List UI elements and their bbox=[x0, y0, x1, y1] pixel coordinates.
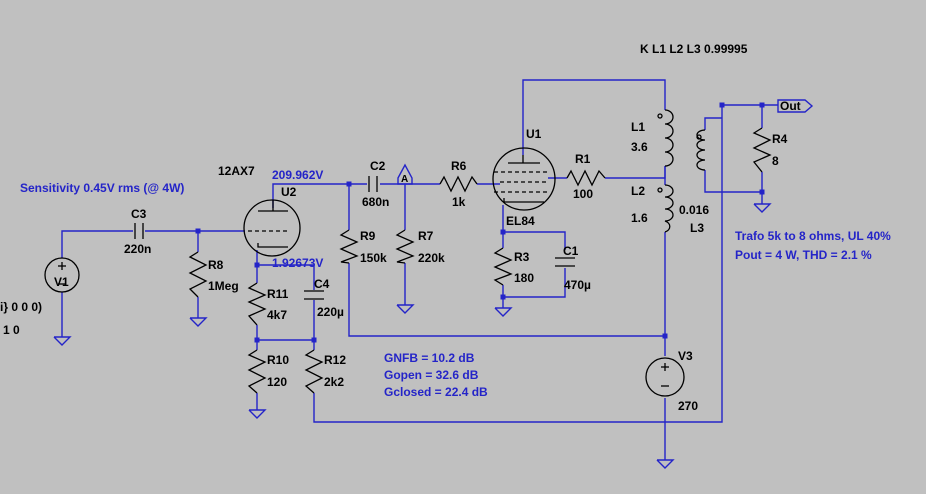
r4-value: 8 bbox=[772, 154, 779, 168]
c1-value: 470µ bbox=[564, 278, 591, 292]
c1-capacitor[interactable]: C1 470µ bbox=[555, 244, 591, 292]
r7-name: R7 bbox=[418, 229, 434, 243]
plate-voltage: 209.962V bbox=[272, 168, 323, 182]
r3-name: R3 bbox=[514, 250, 530, 264]
ground-icon bbox=[753, 203, 772, 213]
ground-icon bbox=[656, 459, 675, 469]
net-label-out: Out bbox=[777, 99, 814, 113]
wire-sec-bottom bbox=[704, 170, 762, 193]
wire-r11-r10 bbox=[256, 325, 314, 341]
v3-name: V3 bbox=[678, 349, 693, 363]
r1-name: R1 bbox=[575, 152, 591, 166]
gopen-note: Gopen = 32.6 dB bbox=[384, 368, 479, 382]
l3-inductor[interactable]: 0.016 L3 bbox=[679, 129, 709, 235]
r4-name: R4 bbox=[772, 132, 788, 146]
c4-capacitor[interactable]: C4 220µ bbox=[304, 277, 344, 319]
net-label-a: A bbox=[397, 163, 413, 185]
r12-value: 2k2 bbox=[324, 375, 344, 389]
r3-resistor[interactable]: R3 180 bbox=[493, 247, 534, 286]
c3-capacitor[interactable]: C3 220n bbox=[124, 207, 151, 256]
cathode-voltage: 1.92673V bbox=[272, 256, 323, 270]
l1-name: L1 bbox=[631, 120, 645, 134]
u1-pentode[interactable]: U1 EL84 bbox=[492, 127, 556, 228]
v1-label: V1 bbox=[54, 275, 69, 289]
l2-inductor[interactable]: L2 1.6 bbox=[631, 184, 674, 233]
c4-name: C4 bbox=[314, 277, 330, 291]
r7-value: 220k bbox=[418, 251, 445, 265]
wire-u2-cathode bbox=[256, 250, 315, 290]
r8-resistor[interactable]: R8 1Meg bbox=[188, 251, 239, 298]
c2-name: C2 bbox=[370, 159, 386, 173]
partial-directive-1[interactable]: i} 0 0 0) bbox=[0, 300, 42, 314]
r12-resistor[interactable]: R12 2k2 bbox=[304, 349, 346, 394]
r9-name: R9 bbox=[360, 229, 376, 243]
c4-value: 220µ bbox=[317, 305, 344, 319]
gnfb-note: GNFB = 10.2 dB bbox=[384, 351, 475, 365]
r1-value: 100 bbox=[573, 187, 593, 201]
pout-note: Pout = 4 W, THD = 2.1 % bbox=[735, 248, 872, 262]
spice-directive[interactable]: K L1 L2 L3 0.99995 bbox=[640, 42, 748, 56]
wires bbox=[61, 79, 778, 460]
r10-resistor[interactable]: R10 120 bbox=[247, 349, 289, 394]
r9-value: 150k bbox=[360, 251, 387, 265]
ground-symbols bbox=[53, 203, 772, 469]
sensitivity-note: Sensitivity 0.45V rms (@ 4W) bbox=[20, 181, 184, 195]
junctions bbox=[195, 102, 765, 343]
wire-r3-c1-bottom bbox=[502, 268, 566, 298]
l3-name: L3 bbox=[690, 221, 704, 235]
ground-icon bbox=[189, 317, 208, 327]
c1-name: C1 bbox=[563, 244, 579, 258]
c3-name: C3 bbox=[131, 207, 147, 221]
r11-resistor[interactable]: R11 4k7 bbox=[247, 282, 289, 326]
wire-feedback bbox=[313, 105, 723, 423]
gclosed-note: Gclosed = 22.4 dB bbox=[384, 385, 488, 399]
u1-name: U1 bbox=[526, 127, 542, 141]
r8-name: R8 bbox=[208, 258, 224, 272]
ground-icon bbox=[53, 336, 72, 346]
r11-value: 4k7 bbox=[267, 308, 287, 322]
r1-resistor[interactable]: R1 100 bbox=[566, 152, 606, 201]
partial-directive-2[interactable]: 1 0 bbox=[3, 323, 20, 337]
wire-sec-l3 bbox=[704, 117, 722, 130]
r3-value: 180 bbox=[514, 271, 534, 285]
r12-name: R12 bbox=[324, 353, 346, 367]
r6-resistor[interactable]: R6 1k bbox=[439, 159, 478, 209]
r4-resistor[interactable]: R4 8 bbox=[752, 127, 788, 173]
r11-name: R11 bbox=[267, 287, 289, 301]
svg-text:A: A bbox=[401, 174, 408, 185]
trafo-note: Trafo 5k to 8 ohms, UL 40% bbox=[735, 229, 891, 243]
v3-value: 270 bbox=[678, 399, 698, 413]
l3-value: 0.016 bbox=[679, 203, 709, 217]
r7-resistor[interactable]: R7 220k bbox=[395, 229, 445, 265]
r10-value: 120 bbox=[267, 375, 287, 389]
svg-text:Out: Out bbox=[780, 99, 801, 113]
c2-value: 680n bbox=[362, 195, 389, 209]
u2-type: 12AX7 bbox=[218, 164, 255, 178]
u2-name: U2 bbox=[281, 185, 297, 199]
l1-value: 3.6 bbox=[631, 140, 648, 154]
v3-source[interactable]: V3 270 bbox=[645, 349, 698, 413]
wire-v1-c3 bbox=[61, 230, 133, 258]
wire-r1-l2 bbox=[605, 166, 666, 179]
wire-el84-cathode bbox=[502, 205, 566, 250]
u2-triode[interactable]: 12AX7 U2 bbox=[218, 164, 301, 257]
c2-capacitor[interactable]: C2 680n bbox=[362, 159, 389, 209]
u1-type: EL84 bbox=[506, 214, 535, 228]
wire-r9-bplus bbox=[348, 263, 665, 337]
c3-value: 220n bbox=[124, 242, 151, 256]
r9-resistor[interactable]: R9 150k bbox=[339, 229, 387, 265]
l2-name: L2 bbox=[631, 184, 645, 198]
r6-value: 1k bbox=[452, 195, 466, 209]
v1-source[interactable]: V1 bbox=[44, 257, 80, 293]
ground-icon bbox=[396, 304, 415, 314]
l1-inductor[interactable]: L1 3.6 bbox=[631, 109, 674, 167]
r6-name: R6 bbox=[451, 159, 467, 173]
r10-name: R10 bbox=[267, 353, 289, 367]
ground-icon bbox=[248, 409, 267, 419]
ground-icon bbox=[494, 307, 513, 317]
l2-value: 1.6 bbox=[631, 211, 648, 225]
wire-el84-plate bbox=[522, 79, 666, 155]
r8-value: 1Meg bbox=[208, 279, 239, 293]
